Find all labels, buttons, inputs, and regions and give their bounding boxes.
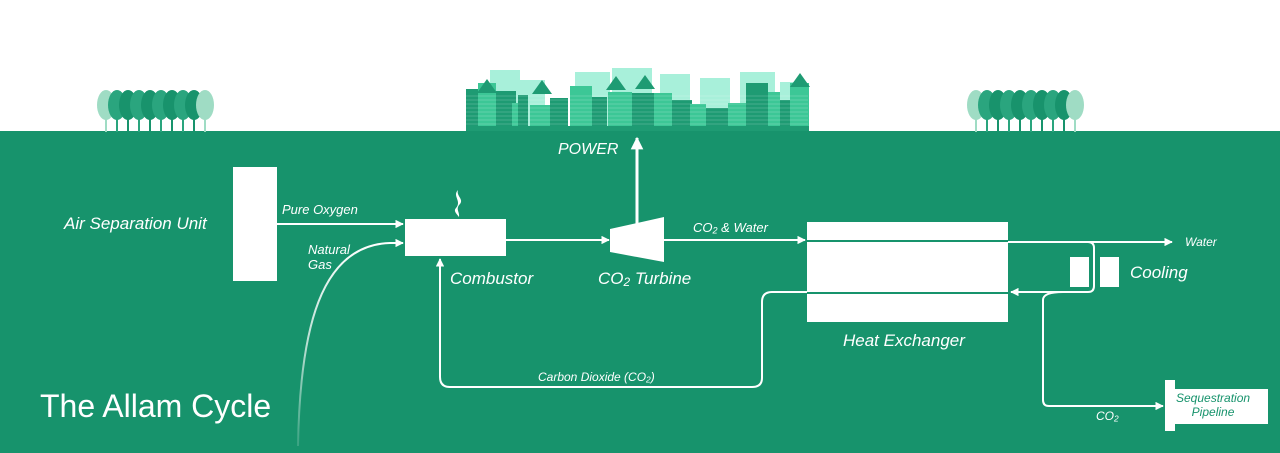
natural-gas-arrow xyxy=(297,238,404,447)
building-icon xyxy=(608,92,632,131)
heat-exchanger-label: Heat Exchanger xyxy=(843,331,965,350)
building-icon xyxy=(728,103,746,131)
air-separation-unit-label: Air Separation Unit xyxy=(64,214,207,233)
roof-icon xyxy=(635,75,655,89)
sequestration-label-line1: Sequestration xyxy=(1176,391,1251,405)
building-icon xyxy=(706,108,728,131)
sequestration-pipeline-shape xyxy=(1165,380,1268,431)
tree-cluster-right-icon xyxy=(967,90,1084,132)
heat-exchanger-box xyxy=(807,222,1008,322)
city-base xyxy=(466,126,809,131)
cooling-unit-right xyxy=(1100,257,1119,287)
building-icon xyxy=(518,95,528,131)
tree-icon xyxy=(1066,90,1084,132)
building-icon xyxy=(530,105,550,131)
tree-icon xyxy=(196,90,214,132)
co2-turbine-label: CO2 Turbine xyxy=(598,269,691,289)
co2-sequestration-arrow xyxy=(1042,291,1164,411)
roof-icon xyxy=(532,80,552,94)
carbon-dioxide-suffix: ) xyxy=(650,370,655,384)
building-icon xyxy=(790,83,809,131)
tree-cluster-left-icon xyxy=(97,90,214,132)
co2-water-label: CO2 & Water xyxy=(693,220,768,235)
natural-gas-label-line2: Gas xyxy=(308,257,332,272)
building-icon xyxy=(632,93,654,131)
co2-out-label: CO2 xyxy=(1096,409,1119,423)
turbine-label-subscript: 2 xyxy=(623,274,631,289)
building-icon xyxy=(654,93,672,131)
carbon-dioxide-prefix: Carbon Dioxide (CO xyxy=(538,370,647,384)
co2-water-suffix: & Water xyxy=(717,220,768,235)
co2-out-subscript: 2 xyxy=(1114,413,1119,424)
building-icon xyxy=(768,92,780,131)
building-icon xyxy=(690,104,706,131)
turbine-label-prefix: CO xyxy=(598,269,624,288)
turbine-label-suffix: Turbine xyxy=(630,269,692,288)
building-icon xyxy=(478,83,496,131)
sequestration-pipeline-label: Sequestration Pipeline xyxy=(1176,391,1250,419)
carbon-dioxide-return-arrow xyxy=(435,258,807,388)
flame-icon xyxy=(454,190,462,217)
carbon-dioxide-subscript: 2 xyxy=(646,374,651,385)
water-label: Water xyxy=(1185,235,1217,249)
roof-icon xyxy=(477,79,497,93)
building-icon xyxy=(550,98,568,131)
carbon-dioxide-label: Carbon Dioxide (CO2) xyxy=(538,370,655,384)
air-separation-unit-box xyxy=(233,167,277,281)
combustor-label: Combustor xyxy=(450,269,534,288)
combustor-box xyxy=(405,219,506,256)
natural-gas-label: Natural Gas xyxy=(308,242,350,272)
building-icon xyxy=(466,89,478,131)
pure-oxygen-label: Pure Oxygen xyxy=(282,202,358,217)
building-icon xyxy=(592,97,607,131)
cooling-label: Cooling xyxy=(1130,263,1188,282)
building-icon xyxy=(570,86,592,131)
roof-icon xyxy=(606,76,626,90)
building-icon xyxy=(672,100,692,131)
natural-gas-label-line1: Natural xyxy=(308,242,350,257)
roof-icon xyxy=(790,73,810,87)
power-label: POWER xyxy=(558,141,619,158)
city-skyline-icon xyxy=(466,68,810,131)
diagram-title: The Allam Cycle xyxy=(40,388,272,424)
building-icon xyxy=(746,83,768,131)
sequestration-label-line2: Pipeline xyxy=(1191,405,1235,419)
co2-water-subscript: 2 xyxy=(712,225,718,236)
building-icon xyxy=(780,100,790,131)
co2-turbine-shape xyxy=(610,217,664,262)
co2-water-prefix: CO xyxy=(693,220,713,235)
building-icon xyxy=(496,91,516,131)
cooling-loop-line xyxy=(1008,241,1095,297)
co2-out-prefix: CO xyxy=(1096,409,1114,423)
cooling-unit-left xyxy=(1070,257,1089,287)
